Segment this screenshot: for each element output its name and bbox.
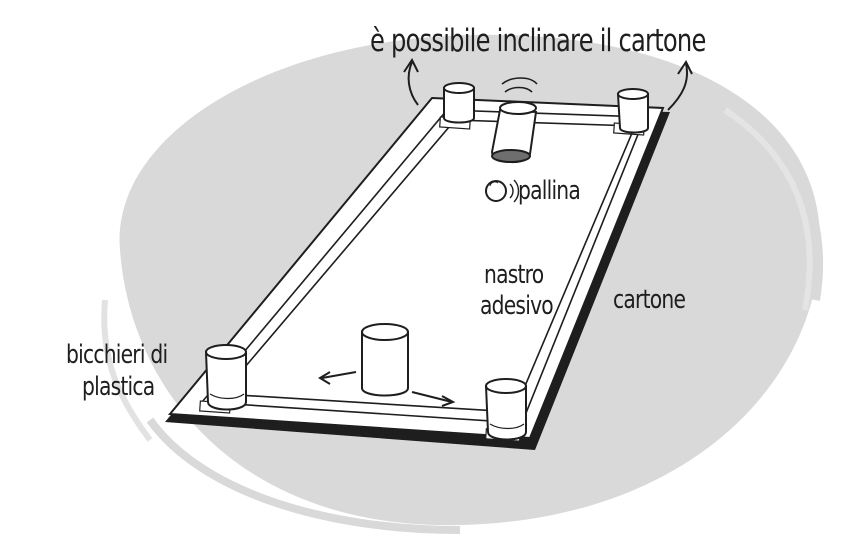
ball-motion-icon — [509, 179, 520, 203]
plastic-cup-back-right — [616, 88, 649, 134]
cups-label-line1: bicchieri di — [66, 340, 168, 370]
tape-label-line1: nastro — [484, 260, 544, 290]
tipped-cup — [490, 101, 538, 163]
center-cylinder — [361, 323, 409, 397]
tape-label-line2: adesivo — [480, 291, 554, 321]
cups-label-line2: plastica — [82, 372, 155, 402]
ball — [485, 180, 507, 202]
ball-label: pallina — [518, 176, 581, 206]
tilt-label: è possibile inclinare il cartone — [370, 23, 706, 59]
plastic-cup-front-right — [484, 378, 527, 441]
plastic-cup-front-left — [204, 344, 247, 411]
plastic-cup-back-left — [443, 82, 475, 124]
curved-arrow-up-icon — [403, 58, 419, 106]
double-arrow-icon — [318, 371, 456, 407]
motion-lines-icon — [501, 77, 538, 93]
cardboard-label: cartone — [613, 285, 686, 315]
curved-arrow-up-icon-right — [667, 60, 693, 111]
